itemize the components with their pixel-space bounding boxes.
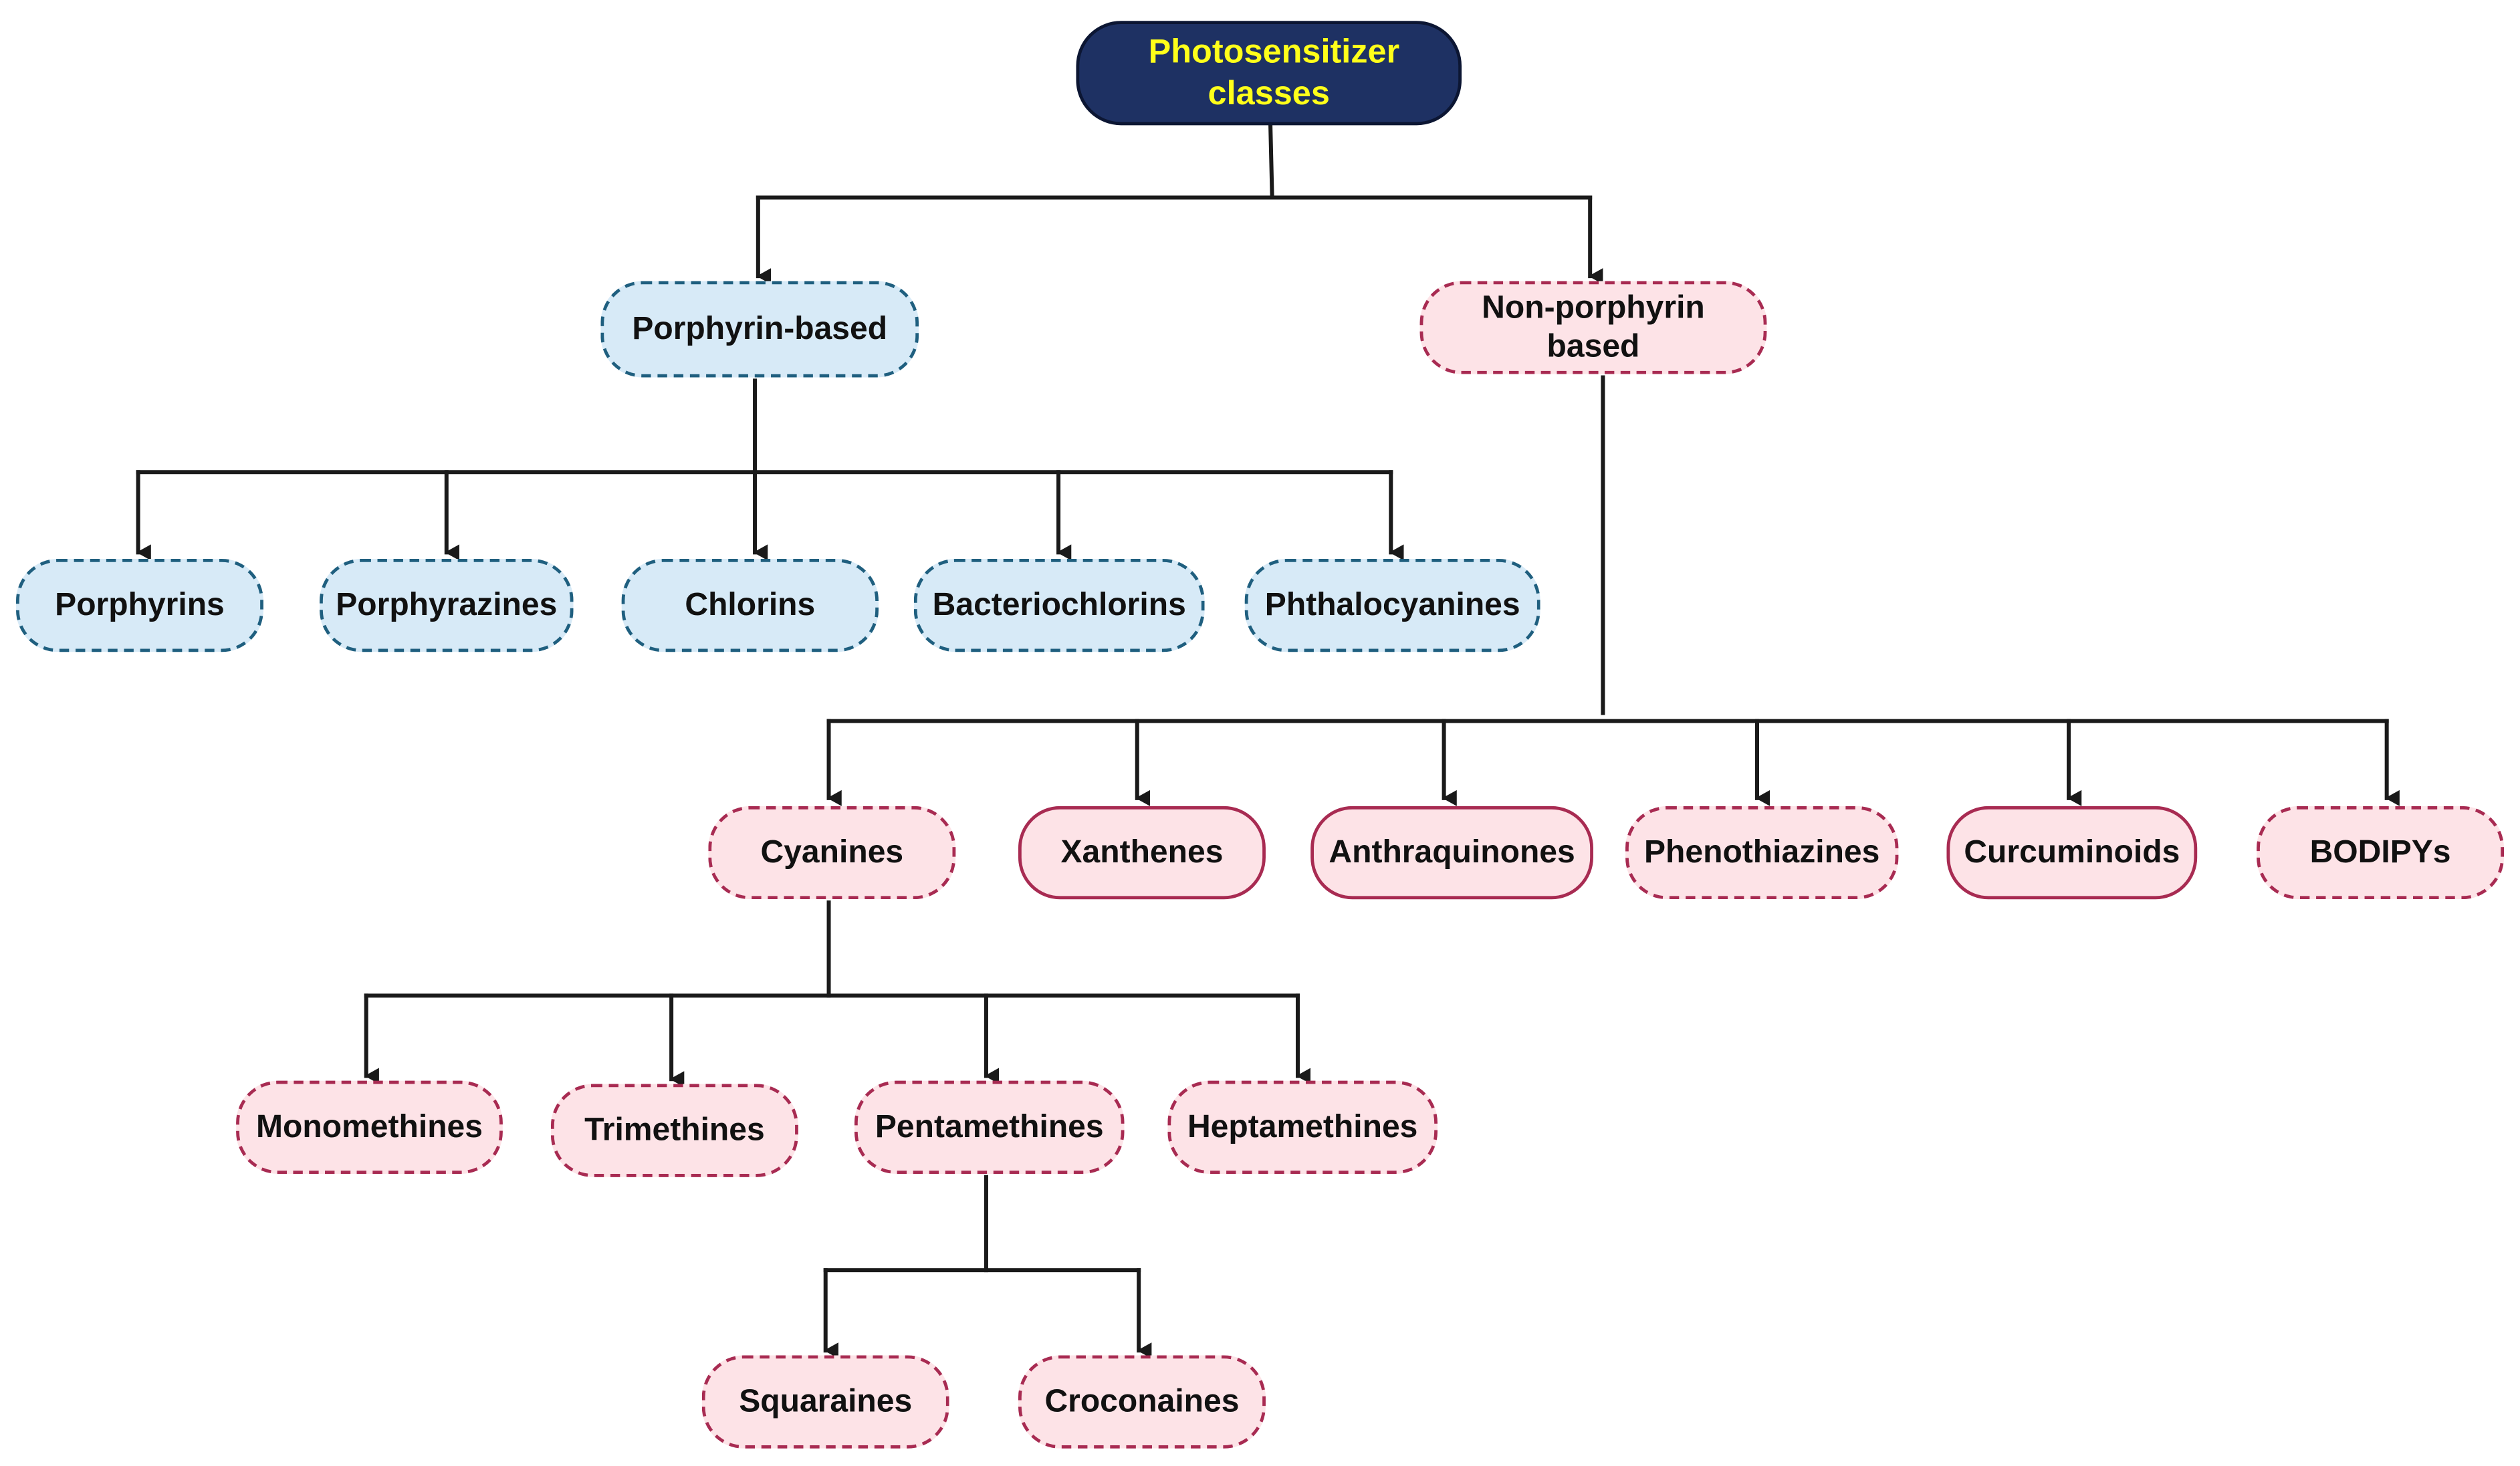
node-porphyrin-based: Porphyrin-based [600, 281, 919, 378]
node-cyanines: Cyanines [708, 806, 956, 900]
node-squaraines: Squaraines [701, 1355, 949, 1449]
node-label: Monomethines [256, 1109, 483, 1145]
node-curcuminoids: Curcuminoids [1946, 806, 2198, 900]
node-chlorins: Chlorins [621, 558, 879, 652]
node-label: BODIPYs [2309, 835, 2451, 870]
node-label: Trimethines [584, 1112, 765, 1148]
node-label: Heptamethines [1187, 1109, 1418, 1145]
connector-root-trunk [1268, 124, 1274, 197]
node-monomethines: Monomethines [236, 1080, 503, 1175]
node-pentamethines: Pentamethines [854, 1080, 1125, 1175]
node-photosensitizer-classes: Photosensitizer classes [1076, 21, 1462, 126]
node-label: Bacteriochlorins [932, 588, 1186, 624]
node-trimethines: Trimethines [550, 1084, 798, 1177]
node-porphyrins: Porphyrins [16, 558, 263, 652]
node-porphyrazines: Porphyrazines [320, 558, 574, 652]
node-phenothiazines: Phenothiazines [1625, 806, 1899, 900]
node-label: Chlorins [685, 588, 816, 624]
node-label: Croconaines [1044, 1384, 1240, 1420]
node-xanthenes: Xanthenes [1018, 806, 1266, 900]
node-label: Non-porphyrin based [1482, 290, 1705, 365]
node-label: Pentamethines [875, 1109, 1104, 1145]
node-label: Curcuminoids [1964, 835, 2180, 870]
node-label: Squaraines [739, 1384, 913, 1420]
node-bacteriochlorins: Bacteriochlorins [913, 558, 1205, 652]
node-bodipys: BODIPYs [2257, 806, 2505, 900]
node-label: Phenothiazines [1643, 835, 1880, 870]
node-non-porphyrin-based: Non-porphyrin based [1419, 281, 1767, 374]
node-anthraquinones: Anthraquinones [1310, 806, 1593, 900]
node-phthalocyanines: Phthalocyanines [1244, 558, 1540, 652]
node-label: Porphyrin-based [632, 312, 888, 347]
node-label: Phthalocyanines [1264, 588, 1520, 624]
node-label: Photosensitizer classes [1148, 33, 1400, 112]
node-label: Anthraquinones [1329, 835, 1575, 870]
node-label: Cyanines [760, 835, 904, 870]
node-label: Xanthenes [1060, 835, 1224, 870]
node-label: Porphyrazines [336, 588, 558, 624]
node-croconaines: Croconaines [1018, 1355, 1266, 1449]
node-label: Porphyrins [55, 588, 225, 624]
node-heptamethines: Heptamethines [1167, 1080, 1438, 1175]
